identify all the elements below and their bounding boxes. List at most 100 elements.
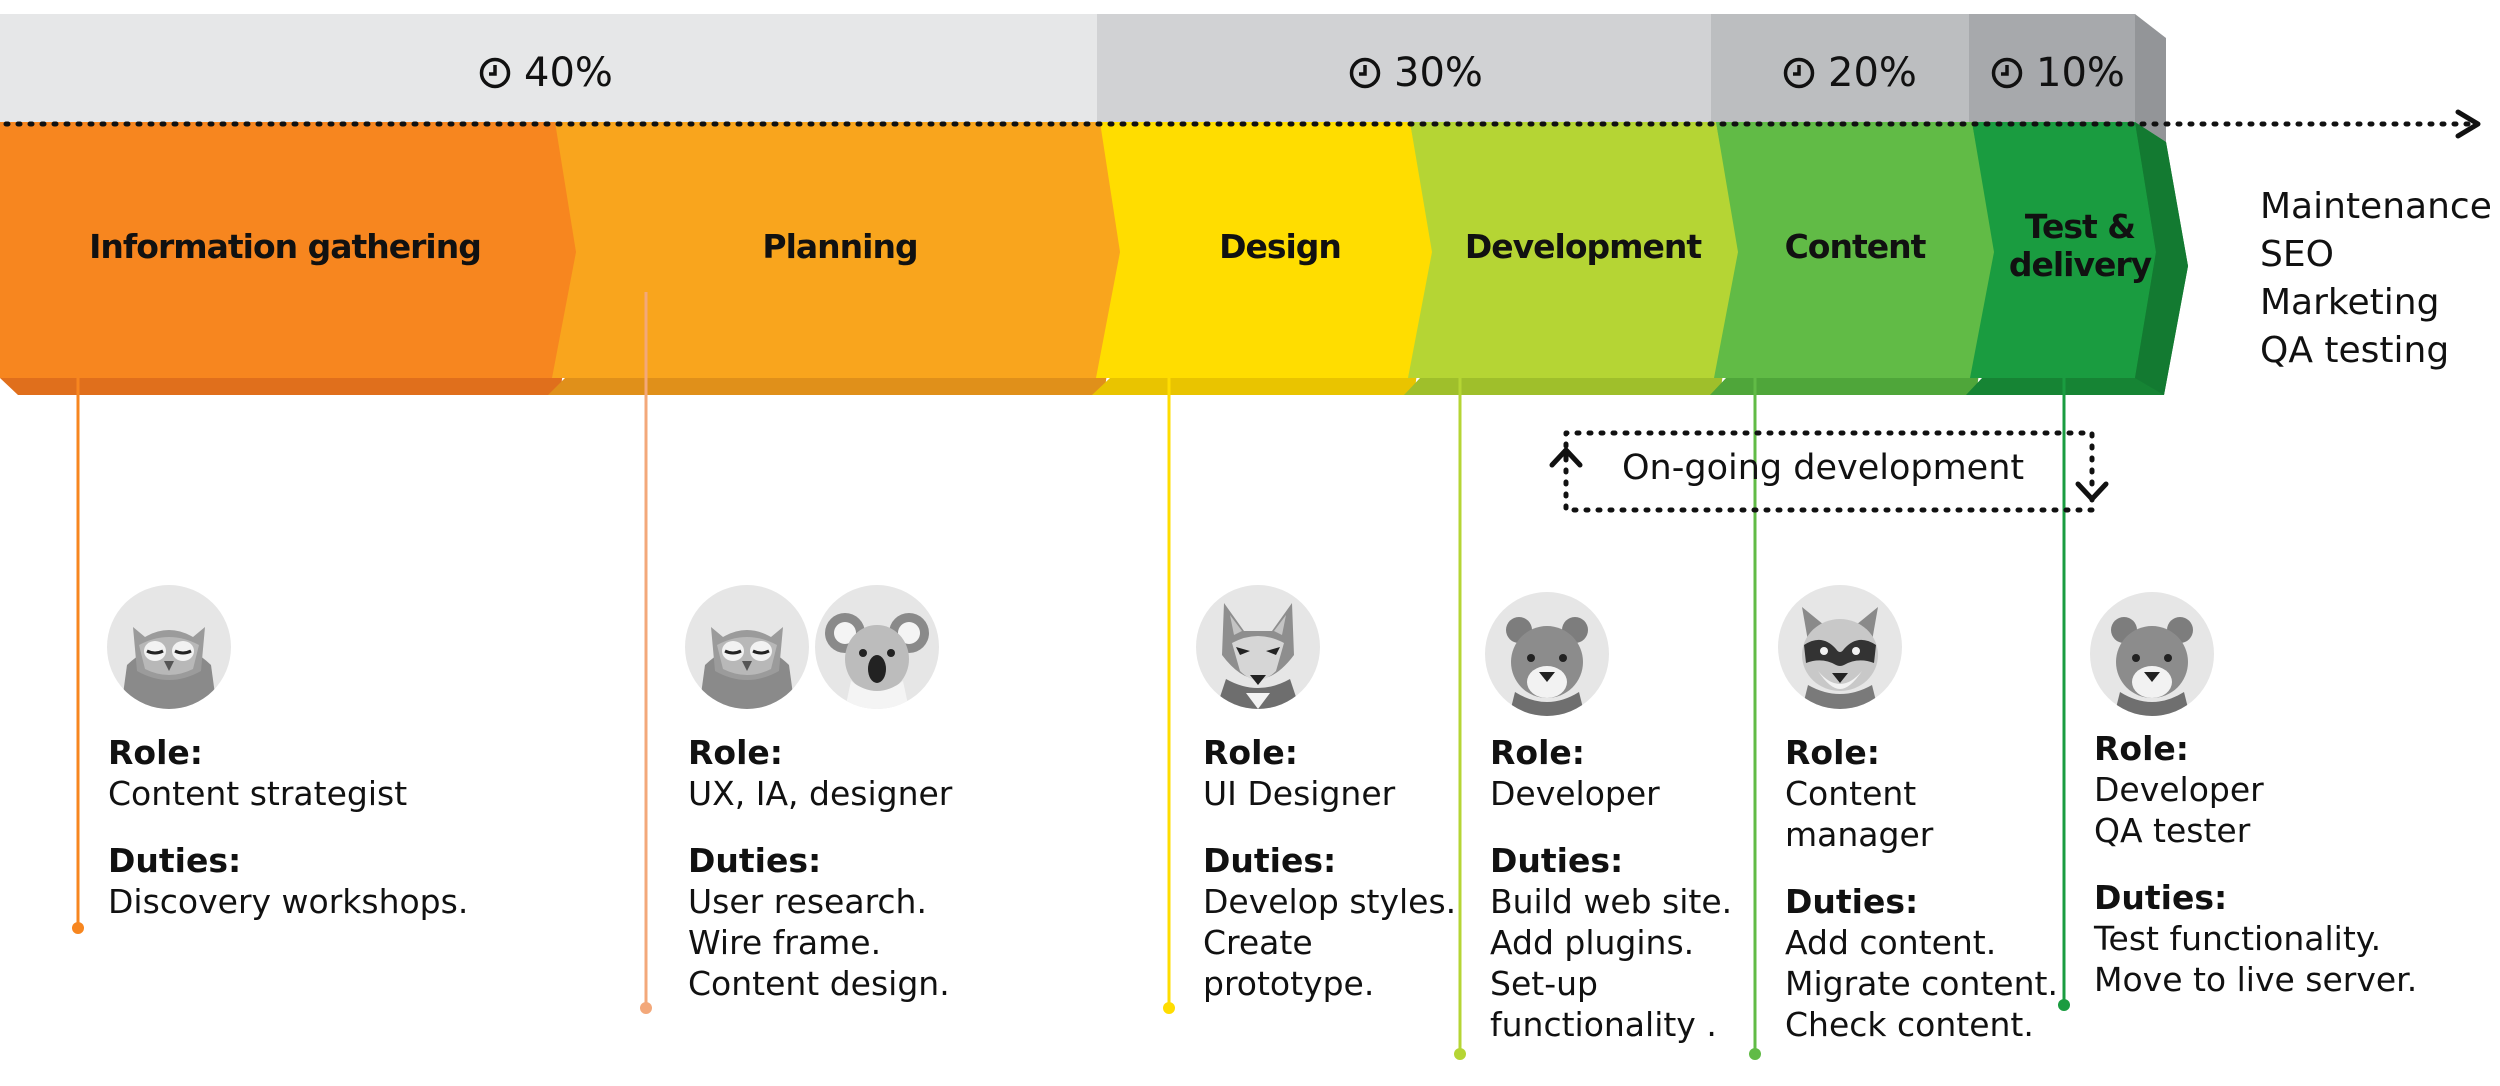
raccoon-icon xyxy=(1802,607,1878,709)
role-text: Content strategist xyxy=(108,774,408,813)
column-content: Role: Content manager Duties: Add conten… xyxy=(1785,732,2058,1045)
post-launch-item: Marketing xyxy=(2260,282,2440,323)
duty-text: Develop styles. xyxy=(1203,882,1457,921)
time-band-10 xyxy=(1969,14,2135,122)
avatar xyxy=(2090,592,2214,716)
column-information-gathering: Role: Content strategist Duties: Discove… xyxy=(108,732,468,922)
duties-heading: Duties: xyxy=(688,841,822,880)
phase-arrow-5 xyxy=(1714,122,1996,378)
duty-text: Check content. xyxy=(1785,1005,2034,1044)
duty-text: Test functionality. xyxy=(2094,919,2382,958)
koala-icon xyxy=(825,613,929,709)
timeline-arrowhead xyxy=(2455,109,2481,139)
duty-text: Move to live server. xyxy=(2094,960,2418,999)
percent-label-10: 10% xyxy=(1990,50,2125,96)
ongoing-development-label: On-going development xyxy=(1622,448,2025,488)
time-band-10-side xyxy=(2135,14,2166,142)
post-launch-item: QA testing xyxy=(2260,330,2450,371)
percent-value: 40% xyxy=(524,50,613,96)
phase-label-design: Design xyxy=(1219,227,1342,266)
owl-icon xyxy=(699,627,795,709)
bear-icon xyxy=(1506,617,1588,716)
post-launch-item: Maintenance xyxy=(2260,186,2492,227)
avatar xyxy=(685,585,809,709)
duty-text: Discovery workshops. xyxy=(108,882,469,921)
connector-dot-6 xyxy=(2058,999,2070,1011)
role-text: UI Designer xyxy=(1203,774,1396,813)
connector-dot-2 xyxy=(640,1002,652,1014)
clock-icon xyxy=(1349,57,1381,89)
phase-label-line: Test & xyxy=(2024,207,2136,246)
avatar xyxy=(815,585,939,709)
duty-text: Build web site. xyxy=(1490,882,1733,921)
connector-dot-5 xyxy=(1749,1048,1761,1060)
clock-icon xyxy=(1991,57,2023,89)
ongoing-loop xyxy=(1549,430,2109,513)
percent-value: 20% xyxy=(1828,50,1917,96)
phase-label-content: Content xyxy=(1784,227,1927,266)
post-launch-list: Maintenance SEO Marketing QA testing xyxy=(2260,183,2492,375)
avatar xyxy=(1778,585,1902,709)
phase-arrow-3 xyxy=(1096,122,1434,378)
role-text: UX, IA, designer xyxy=(688,774,953,813)
percent-label-20: 20% xyxy=(1782,50,1917,96)
role-text: QA tester xyxy=(2094,811,2251,850)
duties-heading: Duties: xyxy=(1490,841,1624,880)
role-heading: Role: xyxy=(108,733,203,772)
percent-label-30: 30% xyxy=(1348,50,1483,96)
avatar xyxy=(1196,585,1320,709)
percent-value: 10% xyxy=(2036,50,2125,96)
duty-text: Wire frame. xyxy=(688,923,882,962)
duty-text: Add content. xyxy=(1785,923,1997,962)
duty-text: Migrate content. xyxy=(1785,964,2058,1003)
duty-text: Set-up xyxy=(1490,964,1598,1003)
duty-text: prototype. xyxy=(1203,964,1375,1003)
phase-arrow-4 xyxy=(1408,122,1740,378)
duties-heading: Duties: xyxy=(1785,882,1919,921)
phase-label-planning: Planning xyxy=(762,227,918,266)
clock-icon xyxy=(1783,57,1815,89)
phase-arrow-2 xyxy=(552,122,1124,378)
phase-label-information-gathering: Information gathering xyxy=(89,227,482,266)
time-band-20 xyxy=(1711,14,1969,122)
connector-dot-1 xyxy=(72,922,84,934)
column-planning: Role: UX, IA, designer Duties: User rese… xyxy=(688,732,952,1004)
duty-text: Content design. xyxy=(688,964,950,1003)
wolf-icon xyxy=(1216,603,1300,709)
owl-icon xyxy=(121,627,217,709)
phase-label-development: Development xyxy=(1464,227,1702,266)
column-development: Role: Developer Duties: Build web site. … xyxy=(1490,732,1732,1045)
avatar xyxy=(1485,592,1609,716)
bear-icon xyxy=(2111,617,2193,716)
phase-arrow-6 xyxy=(1970,122,2156,378)
duties-heading: Duties: xyxy=(2094,878,2228,917)
phase-arrow-1 xyxy=(0,122,578,378)
duty-text: functionality . xyxy=(1490,1005,1717,1044)
duty-text: User research. xyxy=(688,882,927,921)
post-launch-item: SEO xyxy=(2260,234,2334,275)
role-text: manager xyxy=(1785,815,1934,854)
avatar xyxy=(107,585,231,709)
connector-dot-4 xyxy=(1454,1048,1466,1060)
role-heading: Role: xyxy=(2094,729,2189,768)
duty-text: Create xyxy=(1203,923,1313,962)
role-text: Developer xyxy=(2094,770,2264,809)
role-text: Content xyxy=(1785,774,1917,813)
clock-icon xyxy=(479,57,511,89)
duties-heading: Duties: xyxy=(108,841,242,880)
phase-label-line: delivery xyxy=(2008,245,2152,284)
column-design: Role: UI Designer Duties: Develop styles… xyxy=(1203,732,1456,1004)
duties-heading: Duties: xyxy=(1203,841,1337,880)
connector-dot-3 xyxy=(1163,1002,1175,1014)
percent-label-40: 40% xyxy=(478,50,613,96)
role-heading: Role: xyxy=(688,733,783,772)
phase-arrow-6-side xyxy=(2135,122,2188,395)
role-text: Developer xyxy=(1490,774,1660,813)
time-band-30 xyxy=(1097,14,1711,122)
duty-text: Add plugins. xyxy=(1490,923,1695,962)
role-heading: Role: xyxy=(1490,733,1585,772)
role-heading: Role: xyxy=(1785,733,1880,772)
time-band-40 xyxy=(0,14,1097,122)
